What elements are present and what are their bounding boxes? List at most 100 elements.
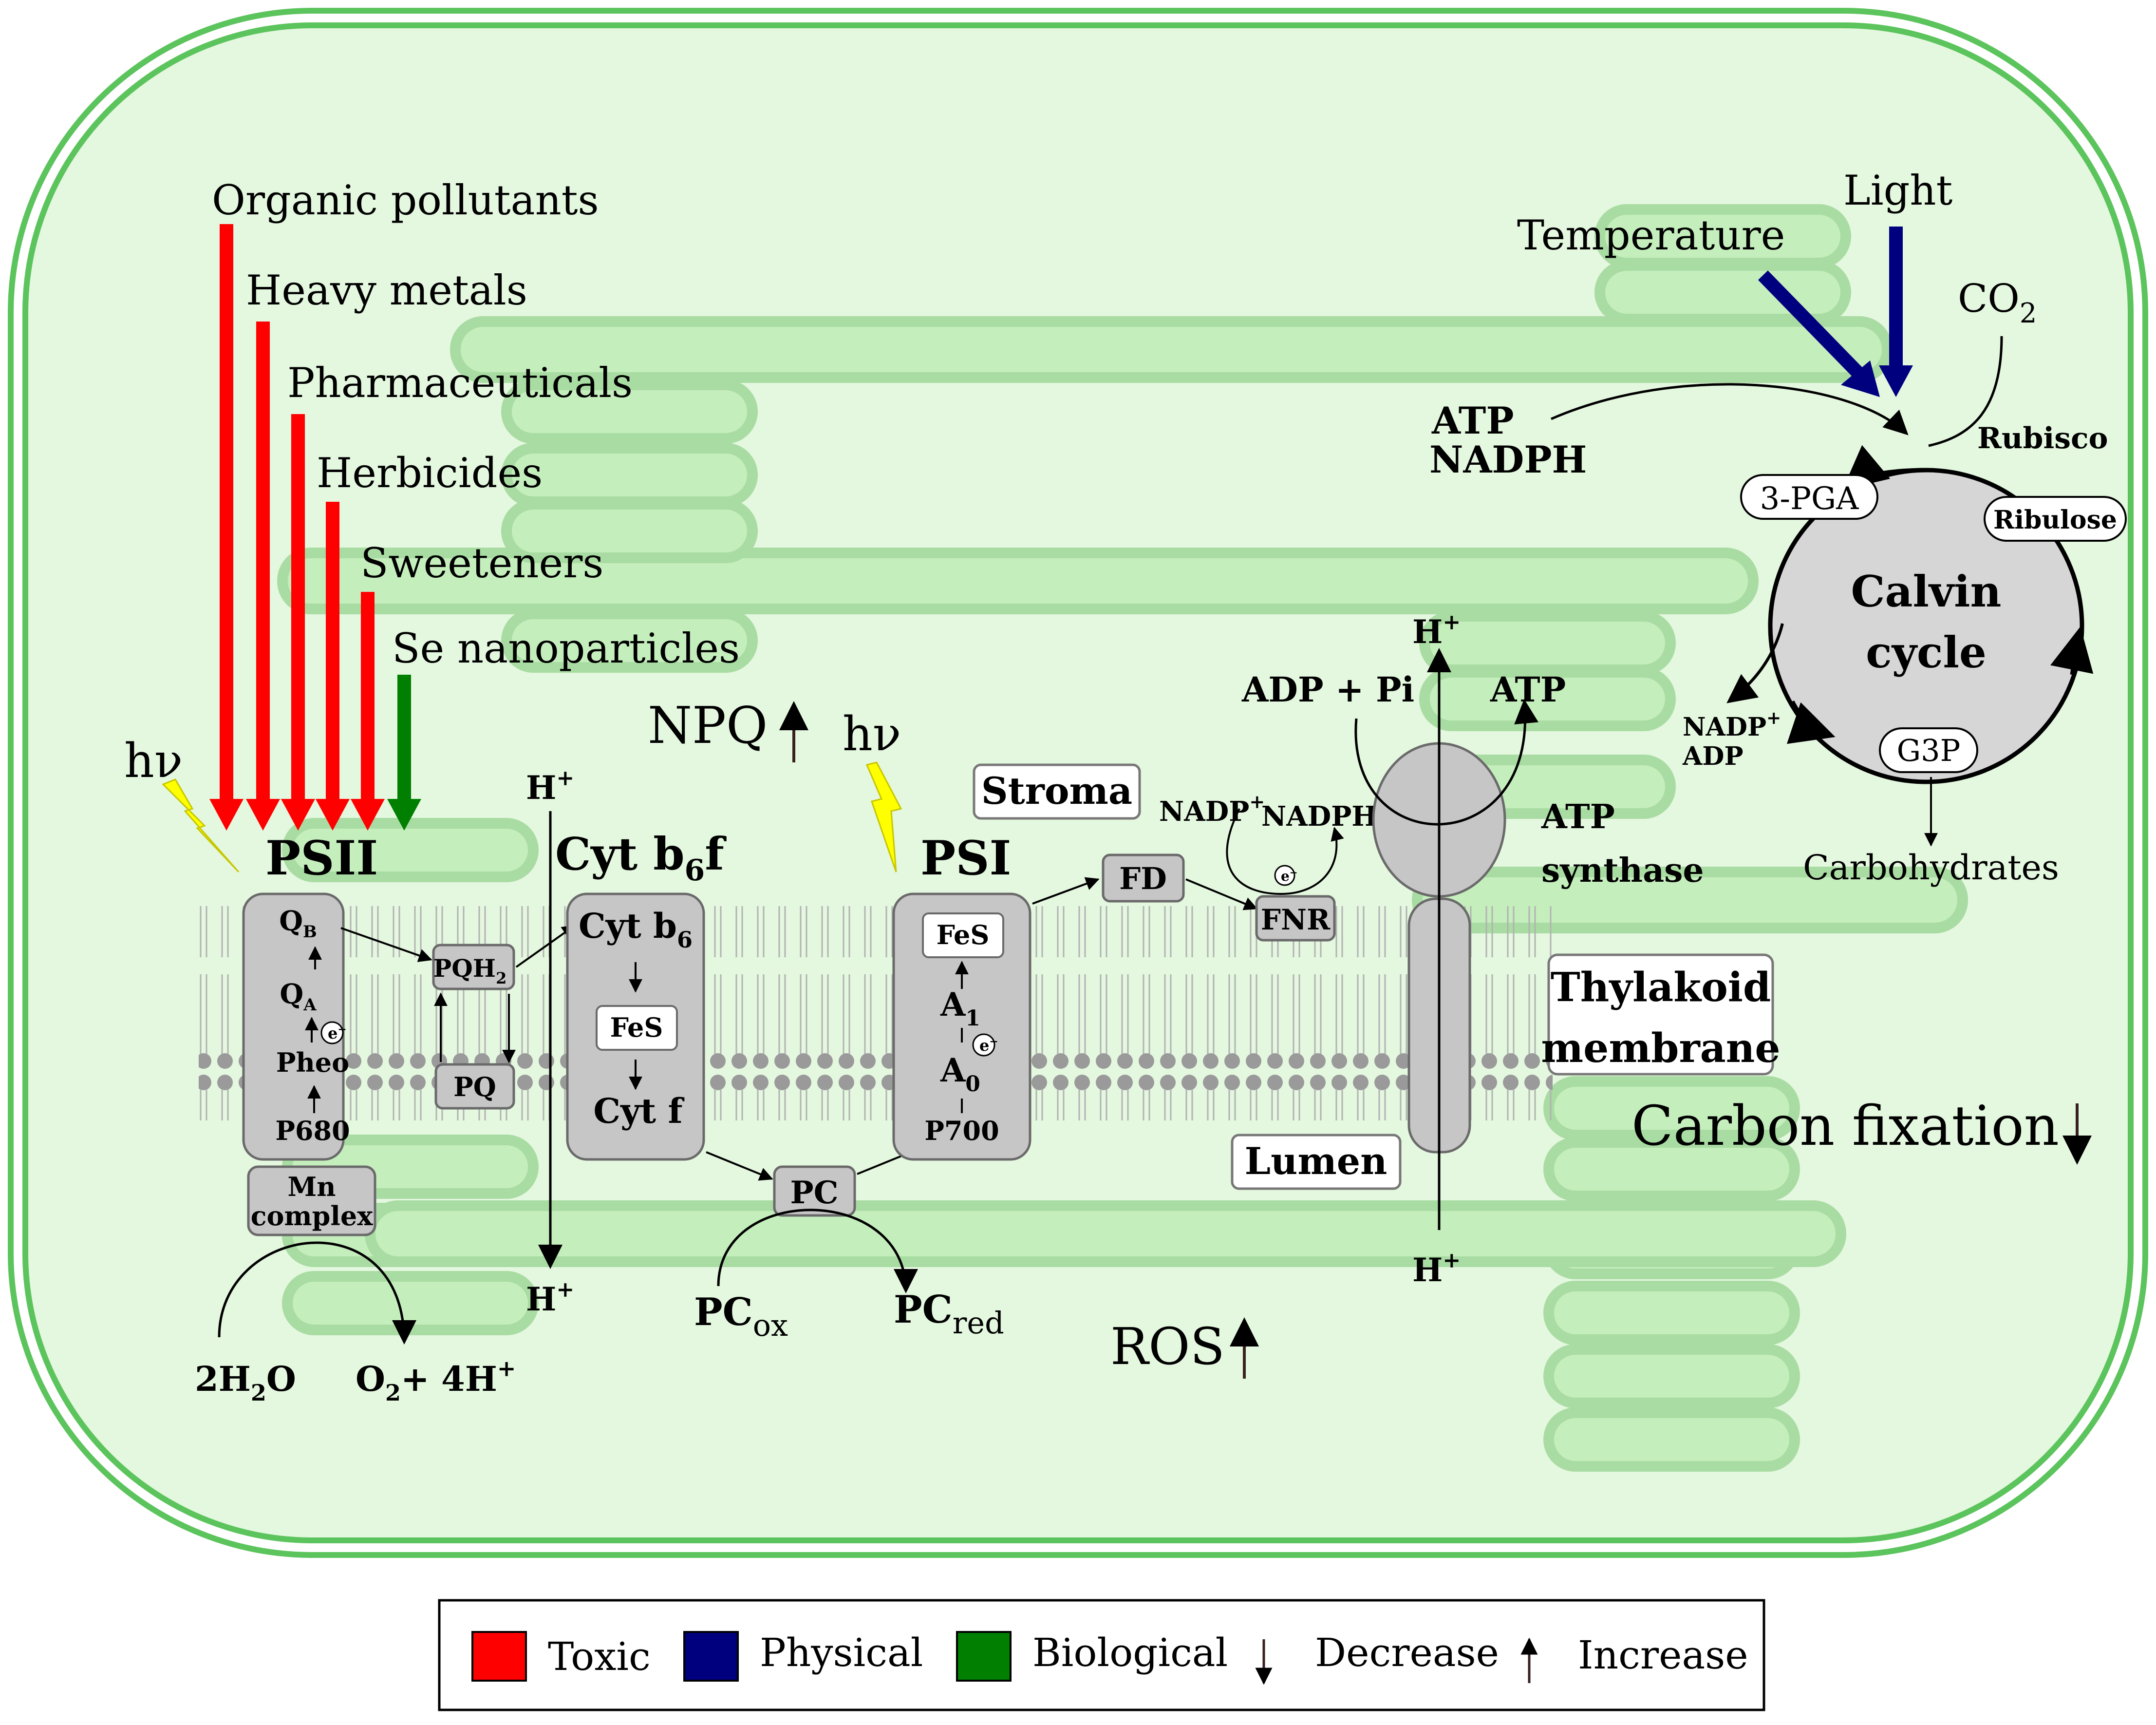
- co2-input-arrow: [1928, 336, 2003, 447]
- psi-title: PSI: [920, 831, 1011, 886]
- ferredoxin: FD: [1032, 853, 1258, 910]
- adp-pi-label: ADP + Pi: [1241, 669, 1414, 710]
- nadp-label: NADP+: [1159, 791, 1265, 828]
- hv-label-psi: hν: [843, 707, 901, 761]
- oxygen-protons-label: O2+ 4H+: [356, 1355, 516, 1406]
- nadp-output-label: NADP+: [1683, 708, 1781, 742]
- atp-synthase-label-2: synthase: [1541, 851, 1704, 890]
- lumen-label-box: Lumen: [1231, 1134, 1402, 1190]
- nadph-input-label: NADPH: [1429, 438, 1587, 481]
- label-light: Light: [1843, 167, 1953, 214]
- se-nanoparticles-arrowhead: [387, 799, 421, 831]
- plastocyanin: PC: [706, 1145, 924, 1293]
- sweeteners-arrowhead: [351, 799, 385, 831]
- pc-redox-arrow: [717, 1209, 918, 1293]
- pga-label: 3-PGA: [1760, 481, 1859, 517]
- carbohydrates-label: Carbohydrates: [1803, 848, 2059, 888]
- atp-synthase-proton-top: H+: [1412, 610, 1461, 651]
- cytf-to-pc-arrow: [706, 1151, 773, 1181]
- legend-toxic-label: Toxic: [548, 1634, 651, 1679]
- cyt-fes-label: FeS: [610, 1012, 663, 1043]
- g3p-label: G3P: [1897, 733, 1961, 768]
- water-label: 2H2O: [195, 1359, 296, 1406]
- water-splitting-arrow: [218, 1241, 416, 1345]
- psi-a0-label: A0: [940, 1051, 980, 1097]
- rubisco-label: Rubisco: [1977, 421, 2108, 455]
- fnr-electron-label: e−: [1281, 867, 1298, 884]
- pharmaceuticals-arrowhead: [281, 799, 315, 831]
- atp-synthase-label-1: ATP: [1541, 797, 1615, 836]
- thylakoid-label-1: Thylakoid: [1551, 964, 1771, 1011]
- label-organic-pollutants: Organic pollutants: [212, 176, 599, 224]
- thylakoid-bilayer: [199, 906, 1553, 1120]
- cyt-proton-bottom: H+: [526, 1277, 574, 1318]
- cyt-b6-label: Cyt b6: [579, 906, 693, 953]
- energy-input-arrow: [1551, 383, 1909, 436]
- mn-label-1: Mn: [287, 1171, 336, 1202]
- fnr-label: FNR: [1261, 903, 1331, 936]
- pc-red-label: PCred: [894, 1288, 1004, 1341]
- fnr-electron-icon: [1274, 865, 1295, 886]
- legend-physical-swatch: [683, 1631, 739, 1682]
- mn-label-2: complex: [251, 1200, 374, 1232]
- cyt-proton-top: H+: [526, 766, 574, 807]
- light-arrowhead: [1879, 365, 1913, 397]
- legend-physical-label: Physical: [760, 1630, 923, 1675]
- pc-label: PC: [790, 1175, 838, 1211]
- heavy-metals-arrowhead: [246, 799, 280, 831]
- legend-decrease-label: Decrease: [1315, 1630, 1499, 1675]
- psii-complex: QB QA e− Pheo P680: [242, 892, 350, 1161]
- co2-label: CO2: [1958, 276, 2037, 329]
- cyt-b6f-complex: Cyt b6 FeS Cyt f: [566, 892, 705, 1161]
- label-temperature: Temperature: [1517, 211, 1785, 259]
- mn-complex: Mn complex: [247, 1165, 376, 1236]
- cyt-f-label: Cyt f: [593, 1091, 684, 1131]
- label-herbicides: Herbicides: [317, 449, 543, 497]
- stroma-label: Stroma: [981, 769, 1132, 813]
- herbicides-arrowhead: [316, 799, 350, 831]
- ros-indicator: ROS: [1110, 1317, 1225, 1376]
- thylakoid-label-2: membrane: [1541, 1025, 1780, 1072]
- psii-pheo: Pheo: [276, 1047, 349, 1078]
- calvin-arrow-left: [1786, 700, 1836, 744]
- calvin-title-1: Calvin: [1851, 566, 2001, 617]
- pc-ox-label: PCox: [694, 1290, 788, 1343]
- thylakoid-stacks: [277, 204, 1968, 1472]
- label-pharmaceuticals: Pharmaceuticals: [287, 359, 633, 407]
- nadp-reduction-arrow: [1226, 808, 1344, 895]
- pqh2-label: PQH2: [433, 954, 507, 987]
- pqh2-to-cyt-arrow: [515, 925, 576, 968]
- calvin-title-2: cycle: [1866, 627, 1987, 678]
- psi-to-fd-arrow: [1032, 877, 1100, 905]
- psi-complex: FeS A1 e− A0 P700: [892, 892, 1031, 1161]
- thylakoid-label-box: Thylakoid membrane: [1541, 953, 1781, 1076]
- calvin-cycle: Calvin cycle 3-PGA Ribulose G3P: [1740, 445, 2127, 784]
- fnr: FNR e−: [1226, 808, 1344, 942]
- temperature-arrowhead: [1841, 360, 1880, 397]
- pq-pool: PQH2 PQ: [340, 925, 576, 1110]
- psii-p680: P680: [275, 1115, 350, 1146]
- atp-input-label: ATP: [1431, 399, 1514, 442]
- lightning-psi-icon: [865, 761, 902, 872]
- legend-increase-label: Increase: [1578, 1632, 1748, 1678]
- legend-biological-label: Biological: [1032, 1630, 1228, 1675]
- psi-electron-label: e−: [979, 1035, 998, 1055]
- psii-electron-icon: [320, 1021, 344, 1044]
- atp-synthesis-arrow: [1354, 699, 1538, 826]
- lumen-label: Lumen: [1245, 1139, 1387, 1183]
- legend-toxic-swatch: [471, 1631, 527, 1682]
- ribulose-label: Ribulose: [1993, 505, 2117, 535]
- nadp-output-arrow: [1726, 623, 1784, 703]
- carbon-fixation-indicator: Carbon fixation: [1631, 1095, 2059, 1158]
- psi-fes-label: FeS: [937, 919, 990, 950]
- legend-biological-swatch: [956, 1631, 1012, 1682]
- pq-label: PQ: [453, 1071, 496, 1102]
- psii-qb: QB: [279, 905, 317, 942]
- nadph-label: NADPH: [1261, 800, 1377, 833]
- psi-electron-icon: [972, 1033, 995, 1057]
- calvin-arrow-right: [2050, 626, 2094, 675]
- psii-electron-label: e−: [328, 1023, 347, 1043]
- psi-a1-label: A1: [940, 986, 980, 1031]
